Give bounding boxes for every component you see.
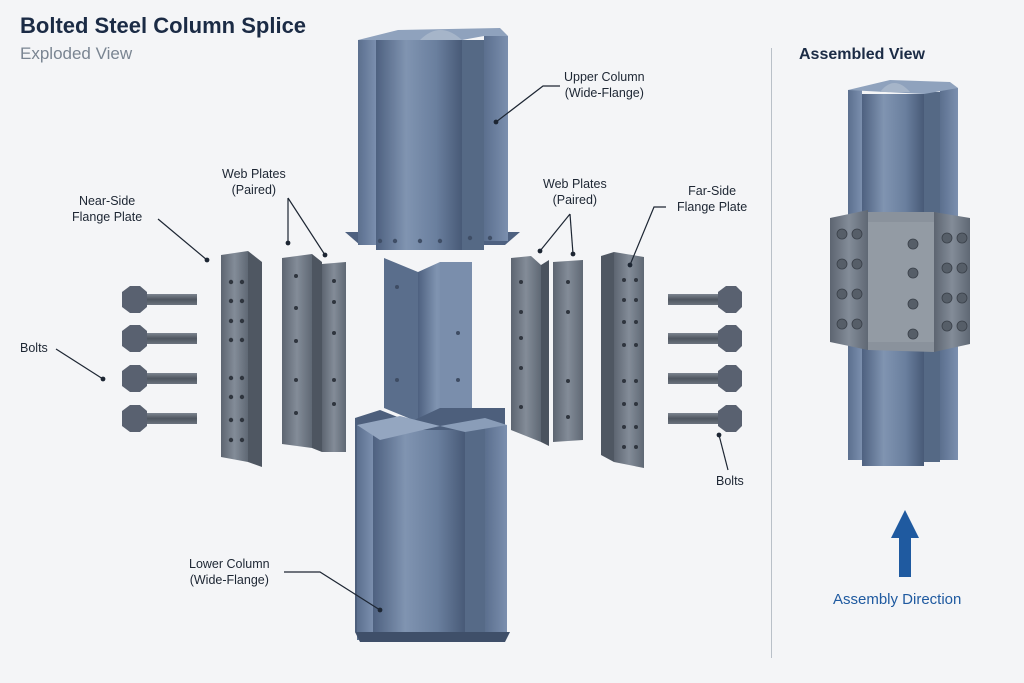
center-web-insert	[384, 258, 472, 422]
bolt	[122, 405, 197, 432]
label-far-side-flange: Far-Side Flange Plate	[677, 184, 748, 214]
right-bolts	[668, 286, 742, 432]
upper-column	[345, 28, 520, 250]
label-lower-column: Lower Column (Wide-Flange)	[189, 557, 270, 587]
bolt	[122, 286, 197, 313]
bolt	[668, 405, 742, 432]
right-web-plates	[511, 256, 583, 446]
assembled-splice-plates	[830, 210, 970, 352]
left-web-plates	[282, 254, 346, 452]
far-side-flange-plate	[601, 252, 644, 468]
bolt	[668, 286, 742, 313]
assembled-view-title: Assembled View	[799, 46, 925, 63]
label-upper-column: Upper Column (Wide-Flange)	[564, 70, 645, 100]
label-web-plates-left: Web Plates (Paired)	[222, 167, 286, 197]
page-subtitle: Exploded View	[20, 44, 133, 63]
bolt	[668, 325, 742, 352]
assembly-direction-label: Assembly Direction	[833, 591, 962, 608]
leader-lines	[55, 85, 729, 613]
bolt	[122, 365, 197, 392]
page-title: Bolted Steel Column Splice	[20, 13, 307, 38]
near-side-flange-plate	[221, 251, 262, 467]
left-bolts	[122, 286, 197, 432]
bolt	[668, 365, 742, 392]
bolt	[122, 325, 197, 352]
label-bolts-right: Bolts	[716, 474, 744, 488]
lower-column	[355, 408, 510, 642]
view-divider	[771, 48, 772, 658]
label-bolts-left: Bolts	[20, 341, 48, 355]
assembly-direction-arrow	[891, 510, 919, 577]
label-near-side-flange: Near-Side Flange Plate	[72, 194, 143, 224]
label-web-plates-right: Web Plates (Paired)	[543, 177, 607, 207]
